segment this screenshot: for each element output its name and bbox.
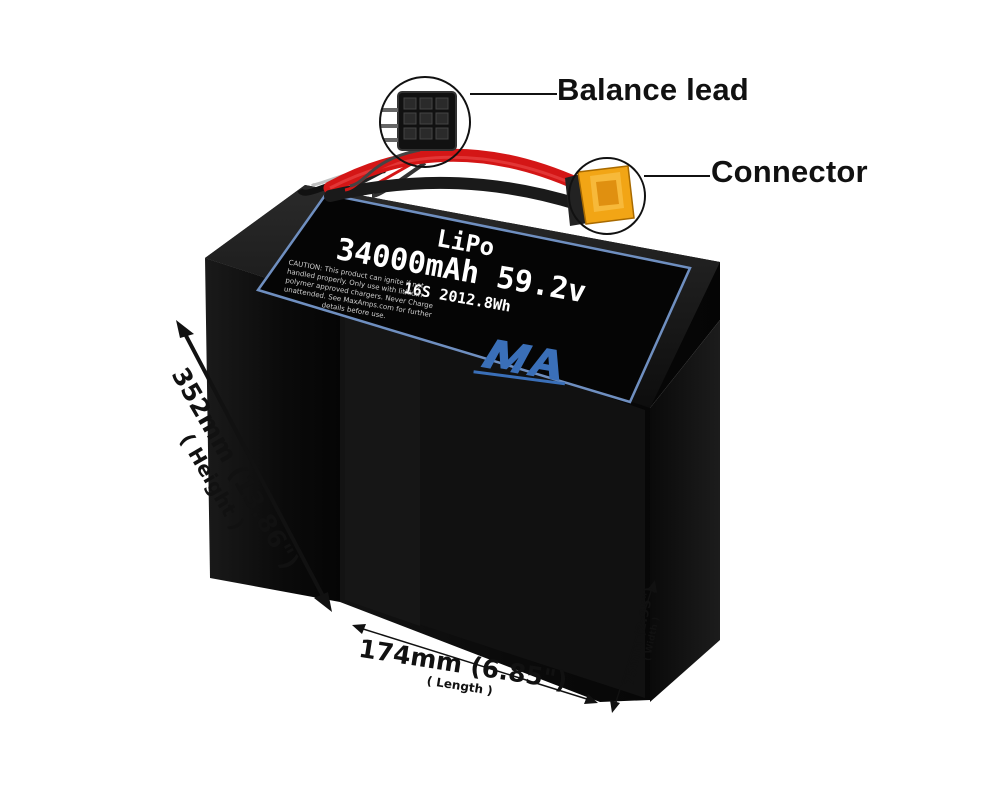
balance-lead-label: Balance lead	[557, 72, 749, 107]
maxamps-logo	[473, 339, 566, 386]
connector-label: Connector	[711, 154, 868, 189]
battery-top-label: LiPo 34000mAh 59.2v 16S 2012.8Wh CAUTION…	[255, 192, 692, 404]
xt-connector	[565, 165, 635, 226]
height-dimension-arrow	[176, 320, 332, 612]
length-dimension-arrow	[352, 624, 598, 704]
connector-callout	[568, 157, 710, 235]
width-dimension-arrow	[610, 580, 657, 713]
lead-wires	[297, 148, 587, 211]
balance-lead-callout	[379, 76, 557, 168]
balance-plug	[380, 91, 457, 151]
